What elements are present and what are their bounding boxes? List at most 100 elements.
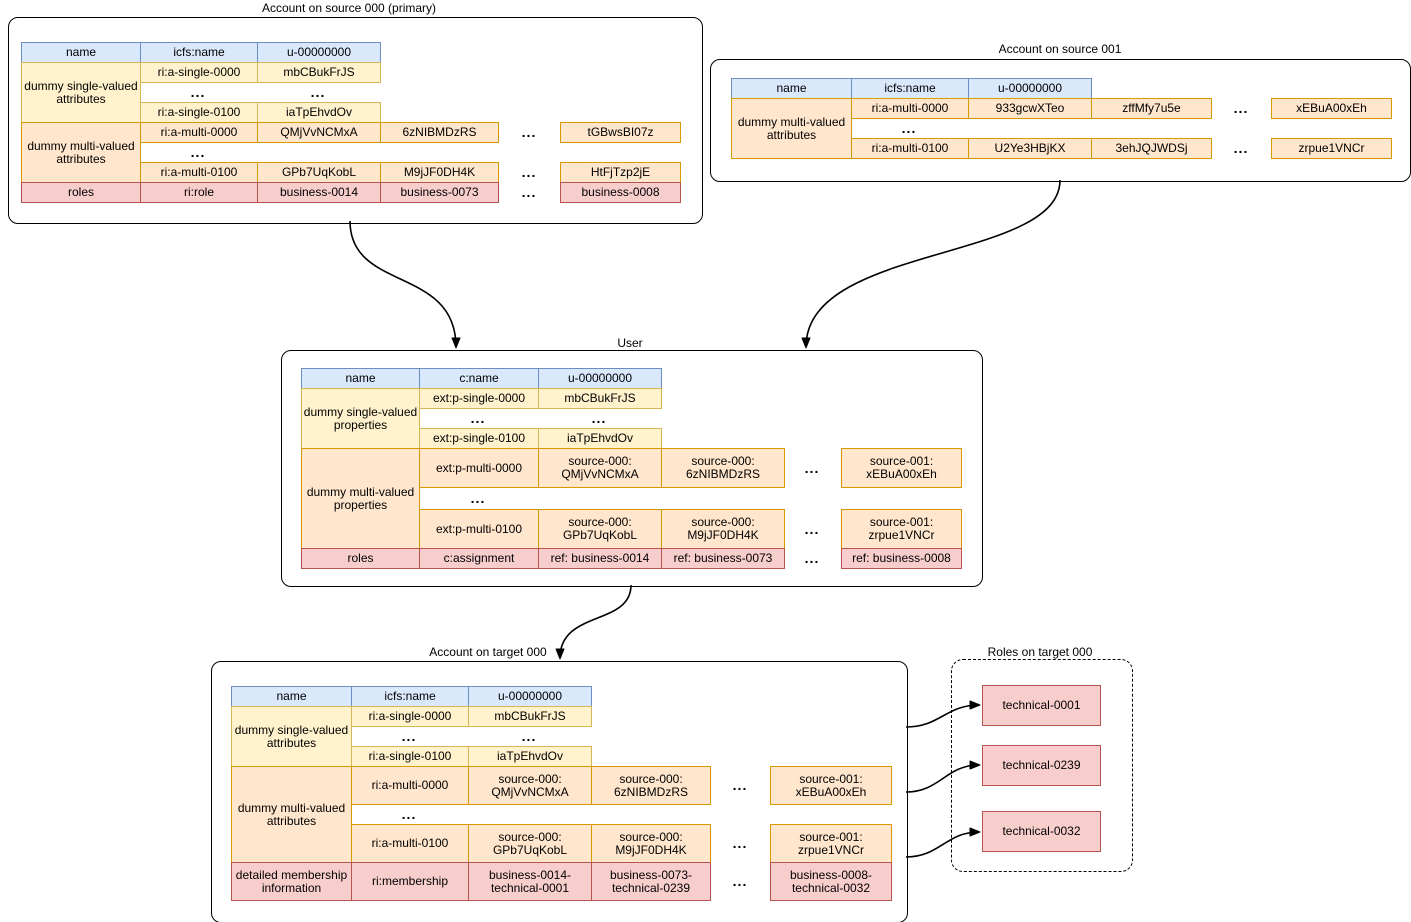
source000-multi0-key: ri:a-multi-0000 — [140, 122, 258, 143]
user-multi0-key: ext:p-multi-0000 — [419, 448, 539, 488]
source001-multi1-v2: zrpue1VNCr — [1271, 138, 1392, 159]
target000-multi1-key: ri:a-multi-0100 — [351, 824, 469, 863]
source000-single0-value: mbCBukFrJS — [257, 62, 381, 83]
user-multi1-v2: source-001:zrpue1VNCr — [841, 509, 962, 549]
target000-header-uid: u-00000000 — [468, 686, 592, 707]
user-roles-v1: ref: business-0073 — [661, 548, 785, 569]
user-single0-key: ext:p-single-0000 — [419, 388, 539, 409]
source001-multi0-ellipsis: ... — [1233, 100, 1249, 116]
source000-multi-label: dummy multi-valued attributes — [21, 122, 141, 183]
user-single1-value: iaTpEhvdOv — [538, 428, 662, 449]
source000-multi0-v0: QMjVvNCMxA — [257, 122, 381, 143]
source000-single1-key: ri:a-single-0100 — [140, 102, 258, 123]
source000-multi0-v1: 6zNIBMDzRS — [380, 122, 499, 143]
target000-membership-label: detailed membership information — [231, 862, 352, 901]
target000-membership-v1: business-0073-technical-0239 — [591, 862, 711, 901]
source000-single0-key: ri:a-single-0000 — [140, 62, 258, 83]
arrow-source001-to-user — [801, 179, 1061, 349]
target-000-title: Account on target 000 — [429, 645, 547, 659]
source001-header-name: name — [731, 78, 852, 99]
source000-roles-ellipsis: ... — [521, 184, 537, 200]
target000-single-label: dummy single-valued attributes — [231, 706, 352, 767]
user-multi0-v1: source-000:6zNIBMDzRS — [661, 448, 785, 488]
source001-multi0-v2: xEBuA00xEh — [1271, 98, 1392, 119]
user-multi1-key: ext:p-multi-0100 — [419, 509, 539, 549]
target000-membership-v0: business-0014-technical-0001 — [468, 862, 592, 901]
source001-multi0-v0: 933gcwXTeo — [968, 98, 1092, 119]
source000-roles-key: ri:role — [140, 182, 258, 203]
user-roles-ellipsis: ... — [804, 550, 820, 566]
source001-multi1-v1: 3ehJQJWDSj — [1091, 138, 1212, 159]
source000-single-ellipsis-value: ... — [310, 84, 326, 100]
source001-multi0-v1: zffMfy7u5e — [1091, 98, 1212, 119]
target000-header-name: name — [231, 686, 352, 707]
user-multi-label: dummy multi-valued properties — [301, 448, 420, 549]
role-chip-technical-0239: technical-0239 — [982, 745, 1101, 786]
target000-multi-row-ellipsis: ... — [401, 806, 417, 822]
source000-roles-v2: business-0008 — [560, 182, 681, 203]
target000-header-icfsname: icfs:name — [351, 686, 469, 707]
target000-multi1-v2: source-001:zrpue1VNCr — [770, 824, 892, 863]
target000-multi-label: dummy multi-valued attributes — [231, 766, 352, 863]
source000-header-icfsname: icfs:name — [140, 42, 258, 63]
user-roles-v0: ref: business-0014 — [538, 548, 662, 569]
user-multi1-v0: source-000:GPb7UqKobL — [538, 509, 662, 549]
source000-multi1-v1: M9jJF0DH4K — [380, 162, 499, 183]
target000-membership-ellipsis: ... — [732, 873, 748, 889]
role-chip-technical-0001: technical-0001 — [982, 685, 1101, 726]
source000-header-uid: u-00000000 — [257, 42, 381, 63]
source-000-title: Account on source 000 (primary) — [261, 1, 437, 15]
user-multi1-v1: source-000:M9jJF0DH4K — [661, 509, 785, 549]
target000-single-ellipsis-value: ... — [521, 728, 537, 744]
target000-multi1-ellipsis: ... — [732, 835, 748, 851]
source000-roles-label: roles — [21, 182, 141, 203]
source000-roles-v1: business-0073 — [380, 182, 499, 203]
user-header-uid: u-00000000 — [538, 368, 662, 389]
target000-multi1-v1: source-000:M9jJF0DH4K — [591, 824, 711, 863]
source001-multi-label: dummy multi-valued attributes — [731, 98, 852, 159]
source001-header-uid: u-00000000 — [968, 78, 1092, 99]
target000-multi0-key: ri:a-multi-0000 — [351, 766, 469, 805]
source000-multi1-ellipsis: ... — [521, 164, 537, 180]
source-001-title: Account on source 001 — [998, 42, 1122, 56]
target000-membership-v2: business-0008-technical-0032 — [770, 862, 892, 901]
source000-multi0-ellipsis: ... — [521, 124, 537, 140]
role-chip-technical-0032: technical-0032 — [982, 811, 1101, 852]
source001-multi1-ellipsis: ... — [1233, 140, 1249, 156]
source000-multi1-v2: HtFjTzp2jE — [560, 162, 681, 183]
source001-multi1-key: ri:a-multi-0100 — [851, 138, 969, 159]
target000-multi0-v0: source-000:QMjVvNCMxA — [468, 766, 592, 805]
target000-single1-key: ri:a-single-0100 — [351, 746, 469, 767]
user-header-name: name — [301, 368, 420, 389]
user-multi0-v0: source-000:QMjVvNCMxA — [538, 448, 662, 488]
target000-single0-key: ri:a-single-0000 — [351, 706, 469, 727]
source000-single-ellipsis-key: ... — [190, 84, 206, 100]
user-single-ellipsis-value: ... — [591, 410, 607, 426]
source001-multi1-v0: U2Ye3HBjKX — [968, 138, 1092, 159]
source000-multi0-v2: tGBwsBI07z — [560, 122, 681, 143]
user-roles-key: c:assignment — [419, 548, 539, 569]
user-single1-key: ext:p-single-0100 — [419, 428, 539, 449]
user-roles-label: roles — [301, 548, 420, 569]
user-multi1-ellipsis: ... — [804, 521, 820, 537]
user-multi-row-ellipsis: ... — [470, 490, 486, 506]
source001-multi-row-ellipsis: ... — [901, 120, 917, 136]
target000-membership-key: ri:membership — [351, 862, 469, 901]
source000-single-label: dummy single-valued attributes — [21, 62, 141, 123]
source000-multi1-v0: GPb7UqKobL — [257, 162, 381, 183]
user-single-ellipsis-key: ... — [470, 410, 486, 426]
target000-multi0-ellipsis: ... — [732, 777, 748, 793]
target000-multi0-v2: source-001:xEBuA00xEh — [770, 766, 892, 805]
user-title: User — [617, 336, 643, 350]
roles-target-title: Roles on target 000 — [987, 645, 1093, 659]
source000-multi-row-ellipsis: ... — [190, 144, 206, 160]
source000-roles-v0: business-0014 — [257, 182, 381, 203]
target000-multi1-v0: source-000:GPb7UqKobL — [468, 824, 592, 863]
user-single-label: dummy single-valued properties — [301, 388, 420, 449]
user-multi0-ellipsis: ... — [804, 460, 820, 476]
source000-header-name: name — [21, 42, 141, 63]
target000-multi0-v1: source-000:6zNIBMDzRS — [591, 766, 711, 805]
source000-multi1-key: ri:a-multi-0100 — [140, 162, 258, 183]
user-roles-v2: ref: business-0008 — [841, 548, 962, 569]
